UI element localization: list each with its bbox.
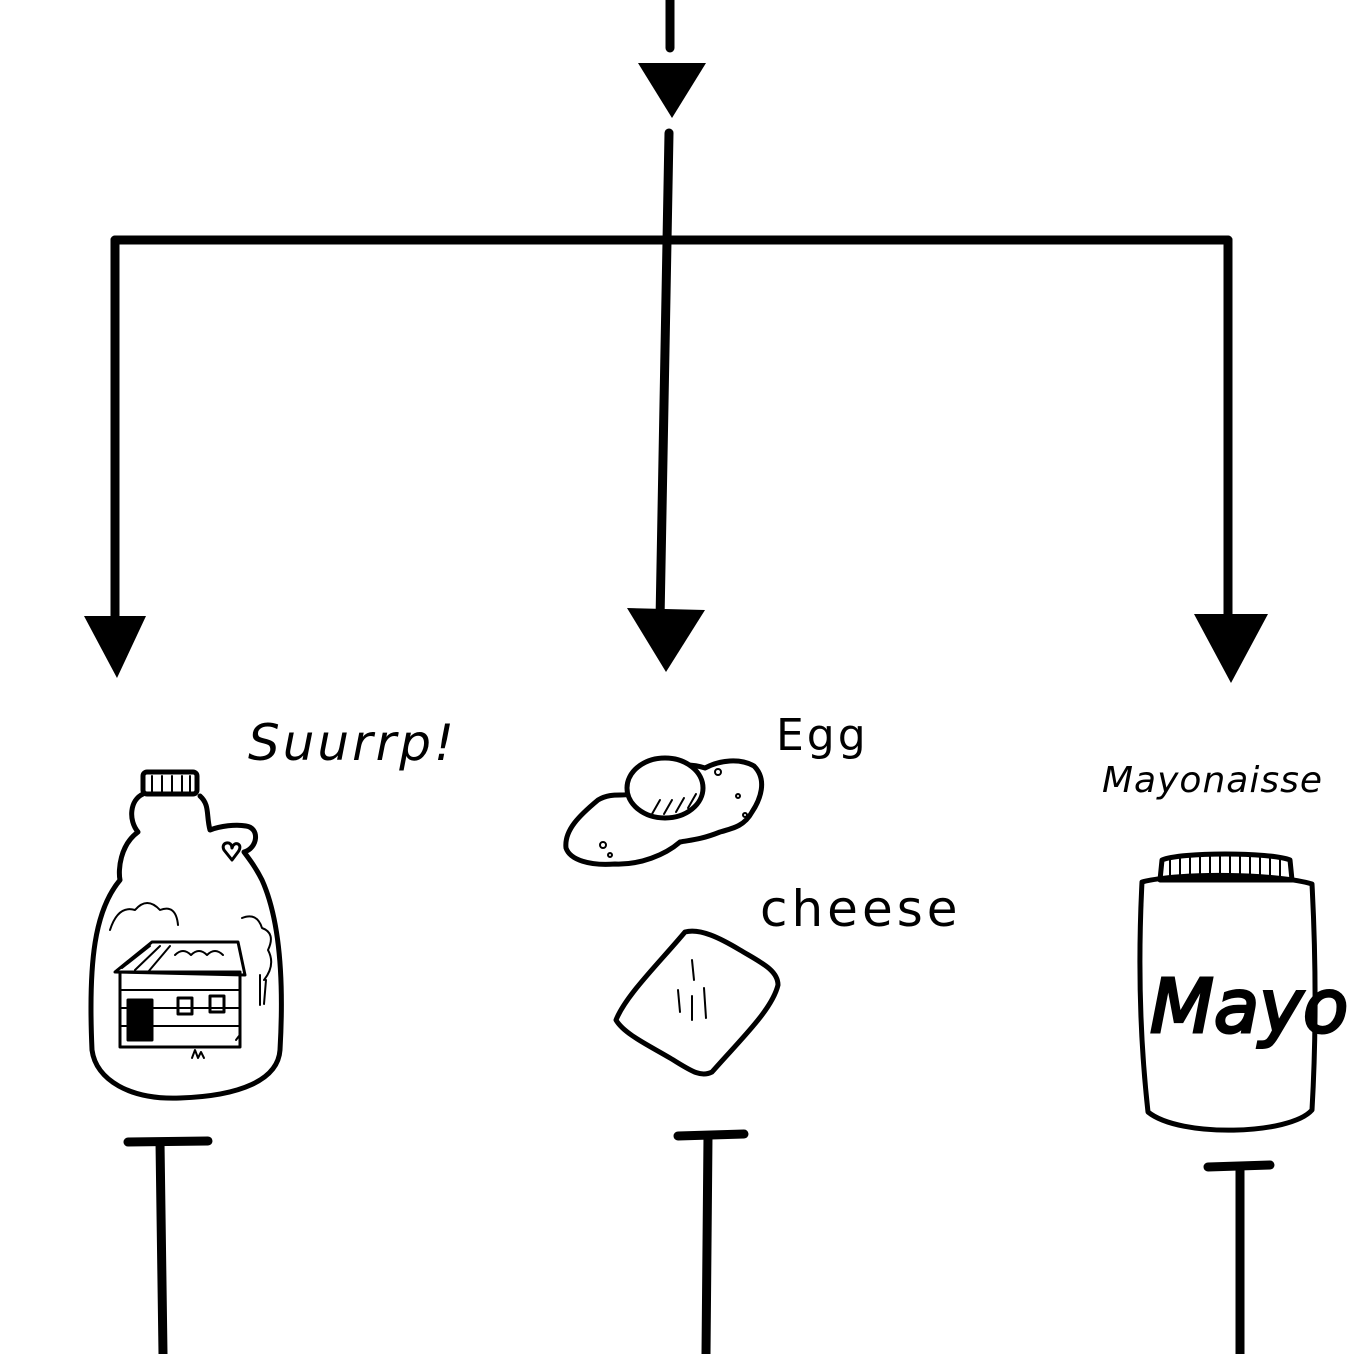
mayo-jar-text: Mayo [1150,964,1348,1050]
syrup-bottom-bar [123,1136,213,1147]
center-bottom-stem [701,1131,713,1354]
trunk-line [655,128,674,625]
branch-left-arrowhead [84,616,146,678]
syrup-bottom-stem [155,1137,168,1354]
syrup-jug-icon [88,769,284,1101]
fried-egg-icon [563,755,765,867]
mayonnaise-label: Mayonaisse [1102,760,1323,801]
incoming-arrowhead [638,63,706,118]
syrup-label: Suurrp! [248,714,457,772]
bottom-connectors [123,1129,1275,1354]
cheese-label: cheese [760,880,962,938]
branch-right-arrowhead [1194,614,1268,683]
branch-center-arrowhead [627,608,705,672]
cheese-block-icon [613,928,781,1077]
egg-label: Egg [776,710,869,761]
mayo-jar-icon [1137,851,1318,1133]
